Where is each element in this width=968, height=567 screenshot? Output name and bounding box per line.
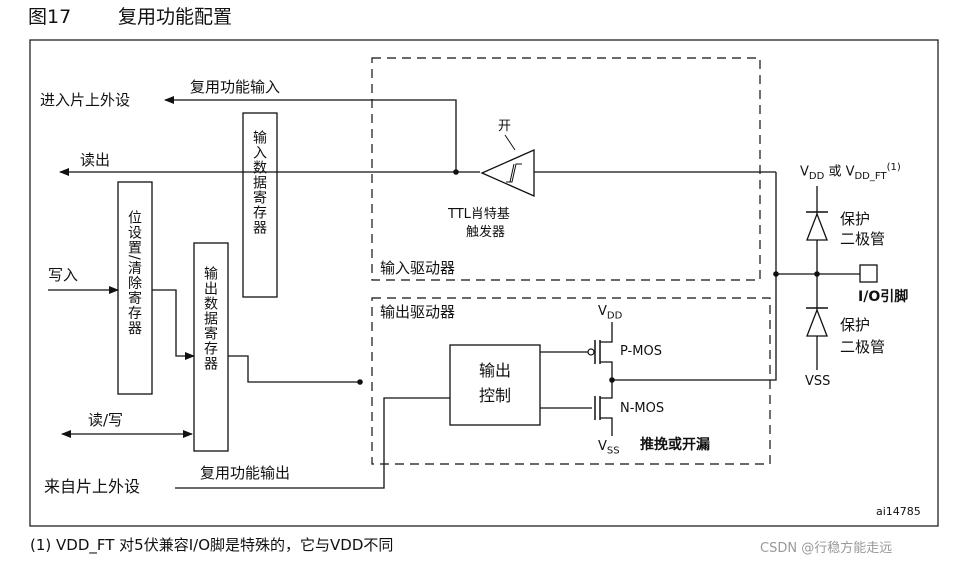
output-driver-box xyxy=(371,297,771,465)
diode-label-1: 二极管 xyxy=(840,230,886,248)
pmos-label: P-MOS xyxy=(620,344,662,359)
vdd-label: VDD xyxy=(598,304,623,322)
input-driver-box xyxy=(371,57,761,281)
read-write-label: 读/写 xyxy=(88,411,124,429)
watermark: CSDN @行稳方能走远 xyxy=(760,541,893,556)
trigger-label: 触发器 xyxy=(466,225,506,240)
protect-label-2: 保护 xyxy=(840,316,871,334)
input-driver-label: 输入驱动器 xyxy=(380,259,456,277)
alt-output-label: 复用功能输出 xyxy=(200,464,291,482)
input-data-register-box xyxy=(242,112,278,298)
schmitt-trigger xyxy=(480,149,535,197)
ttl-schmitt-label: TTL肖特基 xyxy=(448,207,510,222)
figure-number: 图17 xyxy=(28,6,72,28)
push-pull-label: 推挽或开漏 xyxy=(640,437,710,453)
output-control-box xyxy=(449,344,541,426)
io-pin-label: I/O引脚 xyxy=(858,289,909,305)
output-data-register-box xyxy=(193,242,229,452)
junction-dot xyxy=(453,169,459,175)
output-control-label-1: 输出 xyxy=(479,361,512,380)
figure-frame xyxy=(29,39,939,527)
alt-input-line xyxy=(164,96,457,172)
diode-label-2: 二极管 xyxy=(840,338,886,356)
bit-set-clear-register-label: 位设置/清除寄存器 xyxy=(126,210,142,336)
read-out-label: 读出 xyxy=(80,151,111,169)
footnote: (1) VDD_FT 对5伏兼容I/O脚是特殊的，它与VDD不同 xyxy=(30,536,394,554)
output-control-label-2: 控制 xyxy=(479,386,512,405)
output-node-line xyxy=(612,172,777,381)
vss-label: VSS xyxy=(598,439,620,457)
alt-output-line xyxy=(175,397,450,489)
io-pin-box xyxy=(859,264,878,283)
output-driver-label: 输出驱动器 xyxy=(380,303,456,321)
protection-diode-top xyxy=(806,212,828,241)
protection-diode-bottom xyxy=(806,308,828,337)
protect-label-1: 保护 xyxy=(840,210,871,228)
write-in-label: 写入 xyxy=(48,266,79,284)
to-peripheral-label: 进入片上外设 xyxy=(40,91,131,109)
alt-input-label: 复用功能输入 xyxy=(190,78,281,96)
output-data-register-label: 输出数据寄存器 xyxy=(202,266,218,371)
vss-pin-label: VSS xyxy=(805,374,831,389)
vdd-or-vddft-label: VDD 或 VDD_FT(1) xyxy=(800,162,901,182)
figure-id-code: ai14785 xyxy=(876,505,921,518)
input-data-register-label: 输入数据寄存器 xyxy=(251,130,267,235)
from-peripheral-label: 来自片上外设 xyxy=(44,477,141,496)
figure-title: 复用功能配置 xyxy=(118,6,233,28)
nmos-label: N-MOS xyxy=(620,401,665,416)
on-label: 开 xyxy=(498,119,512,134)
